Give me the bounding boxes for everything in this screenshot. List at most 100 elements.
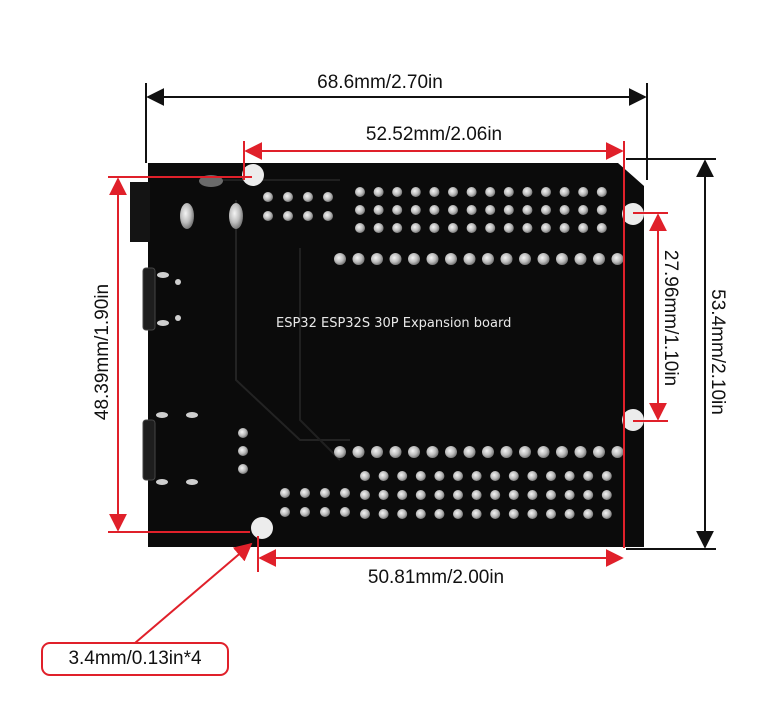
pin-pad: [389, 253, 402, 265]
pin-pad: [408, 446, 420, 458]
pin-pad: [378, 471, 389, 481]
pin-pad: [500, 446, 513, 458]
pin-pad: [503, 187, 514, 197]
dimension-overall-height: 53.4mm/2.10in: [626, 158, 728, 550]
pin-pad: [340, 507, 350, 517]
pin-pad: [445, 253, 457, 265]
pin-pad: [238, 464, 248, 474]
pin-pad: [373, 223, 384, 233]
pin-pad: [352, 253, 365, 265]
pin-pad: [471, 509, 482, 519]
pin-pad: [397, 471, 408, 481]
pin-pad: [300, 488, 310, 498]
pin-pad: [360, 509, 370, 519]
pin-pad: [500, 253, 513, 265]
pin-pad: [485, 223, 496, 233]
pin-pad: [593, 446, 605, 458]
dimension-left-hole-span: 48.39mm/1.90in: [92, 176, 252, 533]
pin-pad: [508, 471, 519, 481]
pin-pad: [556, 253, 568, 265]
pin-pad: [601, 471, 612, 481]
board-silkscreen-label: ESP32 ESP32S 30P Expansion board: [276, 316, 511, 331]
pin-pad: [352, 446, 365, 458]
pin-pad: [397, 490, 408, 500]
pin-pad: [519, 446, 531, 458]
pin-pad: [541, 205, 551, 215]
pin-pad: [280, 488, 290, 498]
overall-width-label: 68.6mm/2.70in: [317, 72, 443, 93]
pin-pad: [490, 509, 501, 519]
pin-pad: [320, 507, 330, 517]
pin-pad: [522, 187, 533, 197]
pin-pad: [263, 211, 273, 221]
pin-pad: [593, 253, 605, 265]
pin-pad: [471, 490, 482, 500]
pin-pad: [466, 205, 477, 215]
pin-pad: [453, 509, 463, 519]
pin-pad: [355, 187, 365, 197]
pin-pad: [389, 446, 402, 458]
pin-pad: [448, 223, 458, 233]
pin-pad: [238, 428, 248, 438]
pin-pad: [537, 253, 550, 265]
pin-pad: [448, 187, 458, 197]
pin-pad: [463, 446, 476, 458]
dimension-hole-span-bottom: 50.81mm/2.00in: [257, 536, 624, 588]
pin-pad: [334, 253, 346, 265]
pin-pad: [415, 509, 426, 519]
pin-pad: [320, 488, 330, 498]
pin-pad: [508, 490, 519, 500]
pin-pad: [611, 446, 624, 458]
pin-pad: [490, 471, 501, 481]
pin-pad: [392, 223, 403, 233]
pin-pad: [596, 205, 607, 215]
pin-pad: [429, 223, 440, 233]
pin-pad: [601, 490, 612, 500]
pin-pad: [371, 253, 383, 265]
hole-span-bottom-label: 50.81mm/2.00in: [368, 567, 504, 588]
mounting-hole-bottom-left: [251, 517, 273, 539]
pin-pad: [482, 253, 494, 265]
pin-pad: [546, 471, 556, 481]
pin-pad: [519, 253, 531, 265]
pin-pad: [283, 192, 293, 202]
pin-pad: [238, 446, 248, 456]
pin-pad: [527, 490, 538, 500]
pin-pad: [426, 253, 439, 265]
pin-pad: [583, 490, 594, 500]
pin-pad: [471, 471, 482, 481]
pin-pad: [601, 509, 612, 519]
pin-pad: [378, 490, 389, 500]
pin-pad: [397, 509, 408, 519]
pin-pad: [410, 187, 421, 197]
pin-pad: [378, 509, 389, 519]
pin-pad: [453, 490, 463, 500]
pin-pad: [392, 187, 403, 197]
pin-pad: [373, 187, 384, 197]
pin-pad: [323, 211, 333, 221]
pin-pad: [522, 205, 533, 215]
pin-pad: [415, 490, 426, 500]
pin-pad: [323, 192, 333, 202]
pin-pad: [429, 205, 440, 215]
pin-pad: [485, 205, 496, 215]
pin-pad: [355, 223, 365, 233]
pin-pad: [334, 446, 346, 458]
hole-diameter-label: 3.4mm/0.13in*4: [68, 648, 202, 669]
dimension-hole-span-top: 52.52mm/2.06in: [243, 124, 625, 548]
pin-pad: [559, 205, 570, 215]
pin-pad: [466, 187, 477, 197]
pin-pad: [355, 205, 365, 215]
pin-pad: [263, 192, 273, 202]
right-hole-span-label: 27.96mm/1.10in: [660, 250, 681, 386]
pin-pad: [537, 446, 550, 458]
pin-header-pads: [238, 187, 624, 519]
pin-pad: [303, 192, 313, 202]
pin-pad: [453, 471, 463, 481]
pin-pad: [408, 253, 420, 265]
pin-pad: [564, 490, 575, 500]
hole-callout-leader: [134, 542, 253, 644]
pin-pad: [303, 211, 313, 221]
pin-pad: [448, 205, 458, 215]
